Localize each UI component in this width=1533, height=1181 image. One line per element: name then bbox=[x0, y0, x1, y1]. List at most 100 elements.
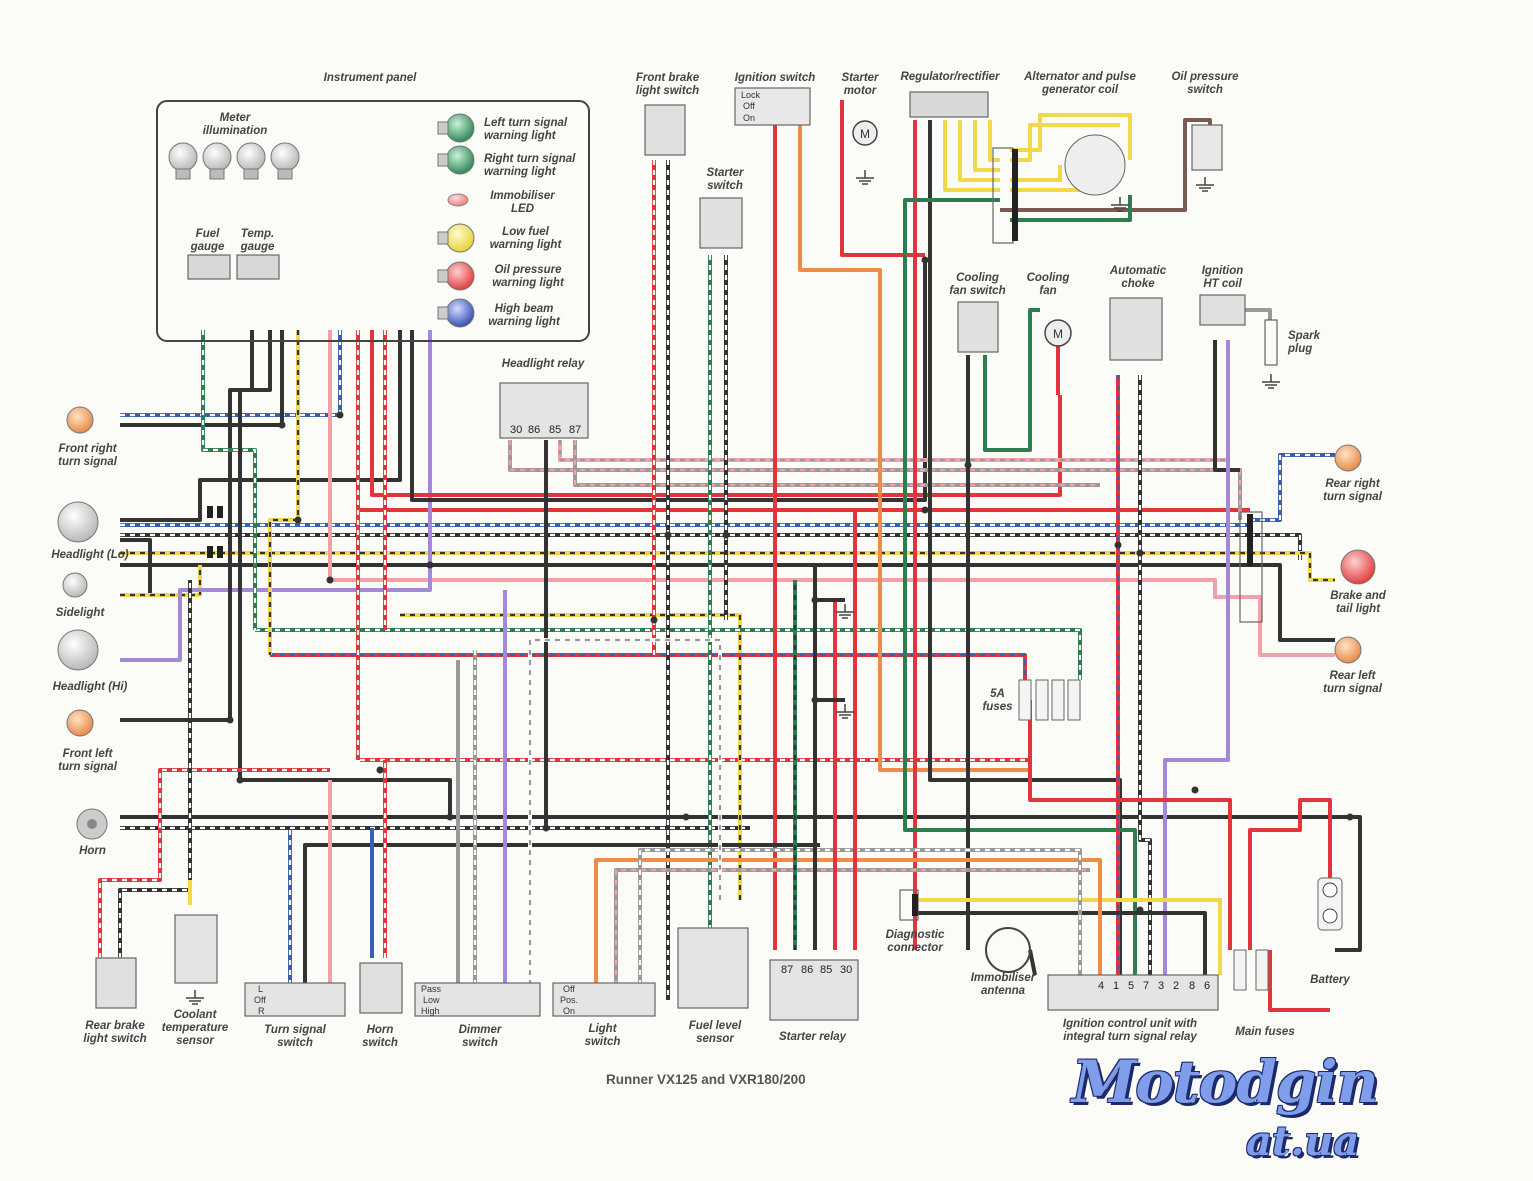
wire bbox=[558, 440, 1230, 462]
wire bbox=[1010, 195, 1132, 222]
watermark-logo: Motodgin bbox=[1072, 1048, 1379, 1116]
icu-pin: 4 bbox=[1098, 980, 1105, 992]
alternator bbox=[1064, 134, 1126, 196]
wire-tracer bbox=[614, 868, 1090, 985]
motor-body bbox=[852, 120, 878, 146]
junction-dot bbox=[1191, 786, 1199, 794]
icu-pin: 8 bbox=[1189, 980, 1196, 992]
spark-plug bbox=[1264, 319, 1278, 366]
instrument-panel-box bbox=[156, 100, 590, 342]
wire bbox=[303, 843, 820, 985]
ground-symbol bbox=[1196, 177, 1214, 192]
regulator-label: Regulator/rectifier bbox=[900, 71, 1000, 83]
junction-dot bbox=[1136, 549, 1144, 557]
front-connector bbox=[207, 546, 223, 558]
connector-pin bbox=[207, 546, 213, 558]
wire bbox=[270, 653, 1027, 680]
wire bbox=[943, 120, 1000, 192]
connector-pin bbox=[1012, 219, 1018, 231]
icu-pin: 5 bbox=[1128, 980, 1135, 992]
horn-switch bbox=[359, 962, 403, 1014]
junction-dot bbox=[376, 766, 384, 774]
front-right-turn-bulb bbox=[66, 406, 94, 434]
ground-symbol bbox=[836, 604, 854, 619]
headlight-relay-pin: 30 bbox=[510, 424, 523, 436]
sidelight-label: Sidelight bbox=[55, 607, 105, 619]
fuse-5a bbox=[1018, 679, 1032, 721]
starter-relay-pin: 86 bbox=[801, 964, 814, 976]
front-brake-switch bbox=[644, 104, 686, 156]
dimmer-position: Pass bbox=[421, 984, 442, 994]
fuel-gauge-label: Fuel gauge bbox=[190, 228, 225, 253]
meter-bulb bbox=[236, 142, 266, 180]
fuse-5a bbox=[1051, 679, 1065, 721]
fan-body bbox=[1044, 319, 1072, 347]
starter-motor: M bbox=[852, 120, 878, 146]
automatic-choke-label: Automatic choke bbox=[1109, 265, 1167, 290]
connector-pin bbox=[1012, 189, 1018, 201]
meter-bulb bbox=[202, 142, 232, 180]
horn-symbol bbox=[76, 808, 108, 840]
bulb-glass bbox=[445, 261, 475, 291]
wire-tracer bbox=[508, 440, 1242, 520]
rear-right-turn-bulb bbox=[1334, 444, 1362, 472]
oil-pressure-switch bbox=[1191, 124, 1223, 171]
immobiliser-led-label: Immobiliser LED bbox=[490, 190, 555, 215]
bulb-base bbox=[209, 168, 225, 180]
bulb-base bbox=[243, 168, 259, 180]
bulb-glass bbox=[1340, 549, 1376, 585]
cooling-fan-motor: M bbox=[1044, 319, 1072, 347]
horn-label: Horn bbox=[79, 845, 106, 857]
connector-pin bbox=[207, 506, 213, 518]
bulb-glass bbox=[202, 142, 232, 172]
wire bbox=[120, 330, 402, 522]
rear-left-turn-bulb bbox=[1334, 636, 1362, 664]
connector-pin bbox=[1012, 209, 1018, 221]
headlight-lo-label: Headlight (Lo) bbox=[51, 549, 129, 561]
wire-tracer bbox=[1138, 375, 1152, 975]
main-fuses-label: Main fuses bbox=[1235, 1026, 1295, 1038]
junction-dot bbox=[542, 824, 550, 832]
junction-dot bbox=[921, 256, 929, 264]
meter-illumination-label: Meter illumination bbox=[202, 112, 268, 137]
connector-pin bbox=[217, 506, 223, 518]
junction-dot bbox=[964, 461, 972, 469]
coolant-sensor-label: Coolant temperature sensor bbox=[161, 1009, 229, 1047]
bulb-base bbox=[437, 153, 449, 167]
bulb-base bbox=[437, 231, 449, 245]
wire bbox=[238, 330, 452, 817]
bulb-base bbox=[437, 306, 449, 320]
horn-center bbox=[87, 819, 97, 829]
alternator-body bbox=[1064, 134, 1126, 196]
front-left-turn-bulb bbox=[66, 709, 94, 737]
fuses-5a-label: 5A fuses bbox=[982, 688, 1013, 713]
immobiliser-antenna-label: Immobiliser antenna bbox=[970, 972, 1036, 997]
bulb-glass bbox=[57, 501, 99, 543]
connector-pin bbox=[1247, 514, 1253, 526]
wire bbox=[1240, 308, 1272, 320]
wire bbox=[594, 858, 1102, 985]
bulb-base bbox=[437, 269, 449, 283]
turn-signal-switch-label: Turn signal switch bbox=[264, 1024, 326, 1049]
front-right-turn-label: Front right turn signal bbox=[58, 443, 117, 468]
starter-switch-label: Starter switch bbox=[706, 167, 744, 192]
bulb-base bbox=[277, 168, 293, 180]
main-fuse bbox=[1255, 949, 1269, 991]
wire-tracer bbox=[201, 330, 257, 630]
turn-signal-switch bbox=[244, 982, 346, 1017]
bulb-glass bbox=[236, 142, 266, 172]
starter-switch bbox=[699, 197, 743, 249]
temp-gauge-label: Temp. gauge bbox=[240, 228, 275, 253]
battery-positive bbox=[1322, 882, 1338, 898]
ground-symbol bbox=[856, 170, 874, 185]
battery bbox=[1317, 877, 1343, 931]
automatic-choke bbox=[1109, 297, 1163, 361]
connector-pin bbox=[912, 894, 918, 906]
wire bbox=[1250, 533, 1302, 560]
bulb-glass bbox=[168, 142, 198, 172]
headlight-lo-bulb bbox=[57, 501, 99, 543]
starter-relay-pin: 87 bbox=[781, 964, 794, 976]
icu-pin: 6 bbox=[1204, 980, 1211, 992]
rear-left-turn-label: Rear left turn signal bbox=[1323, 670, 1382, 695]
junction-dot bbox=[294, 516, 302, 524]
